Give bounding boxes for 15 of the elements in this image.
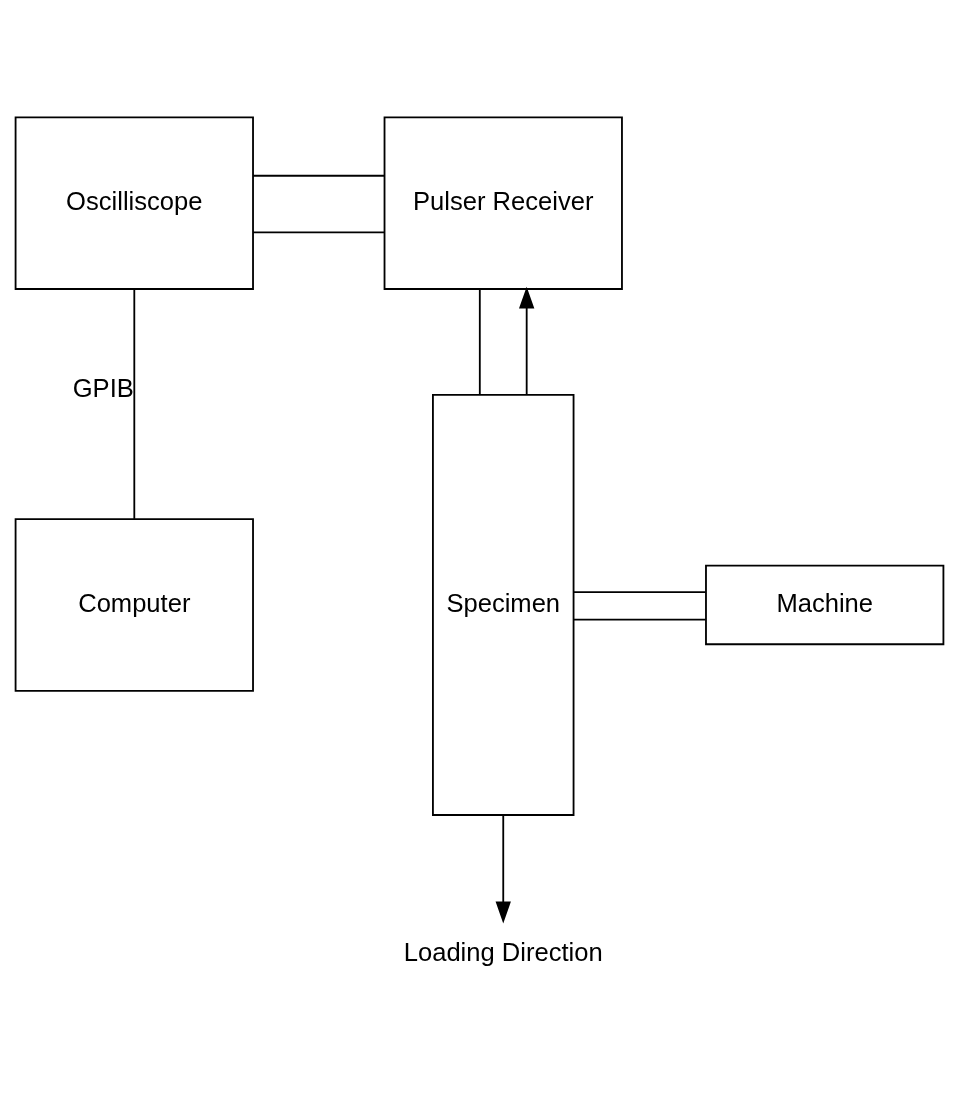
node-box: Pulser Receiver	[383, 115, 623, 290]
node-box: Computer	[14, 517, 254, 692]
connector	[252, 174, 385, 177]
connector	[572, 590, 707, 593]
node-box: Machine	[705, 564, 945, 645]
edge-label: GPIB	[72, 373, 134, 402]
arrow	[519, 286, 535, 396]
connector	[572, 618, 707, 620]
connector	[478, 287, 481, 395]
node-box: Specimen	[432, 393, 575, 816]
connector	[133, 287, 136, 520]
node-box: Oscilliscope	[14, 115, 254, 290]
arrow	[495, 814, 511, 924]
node-text: Loading Direction	[403, 937, 603, 966]
connector	[252, 230, 385, 233]
